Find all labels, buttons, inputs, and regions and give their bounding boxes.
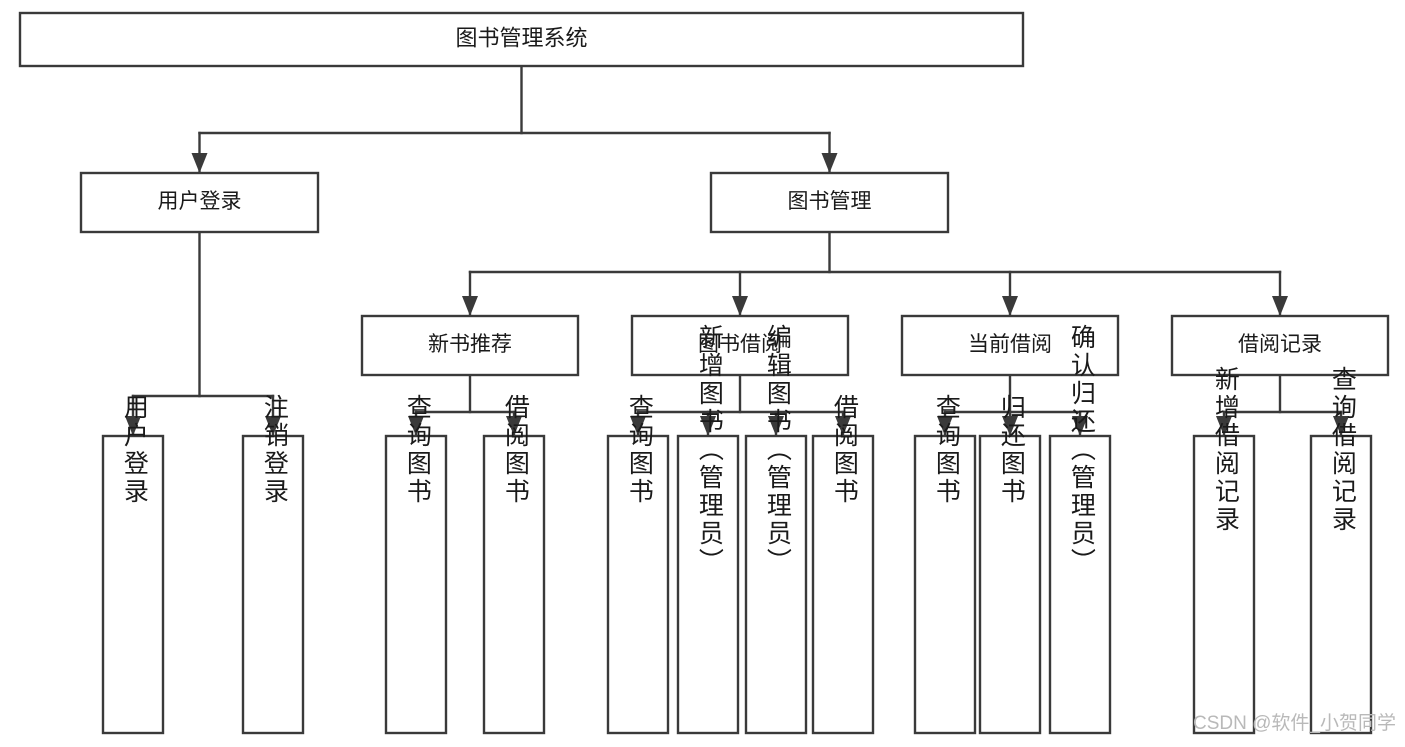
node-box-current-borrow bbox=[900, 314, 1120, 377]
node-borrow-record[interactable]: 借阅记录 bbox=[1170, 314, 1390, 377]
node-label-leaf-borrow-book-b: 借阅图书 bbox=[830, 394, 859, 506]
arrow-head bbox=[630, 416, 646, 436]
node-label-leaf-query-book-c: 查询图书 bbox=[932, 394, 961, 506]
node-box-root bbox=[18, 11, 1025, 68]
node-label-leaf-user-logout: 注销登录 bbox=[260, 394, 289, 506]
node-leaf-return-book[interactable]: 归还图书 bbox=[978, 394, 1042, 735]
node-leaf-confirm-return[interactable]: 确认归还（管理员） bbox=[1048, 324, 1112, 735]
node-user-login[interactable]: 用户登录 bbox=[79, 171, 320, 234]
arrow-head bbox=[1272, 296, 1288, 316]
node-label-leaf-borrow-book-a: 借阅图书 bbox=[501, 394, 530, 506]
node-box-leaf-user-login bbox=[101, 434, 165, 735]
node-box-leaf-borrow-book-a bbox=[482, 434, 546, 735]
node-leaf-user-login[interactable]: 用户登录 bbox=[101, 394, 165, 735]
node-box-new-book-recommend bbox=[360, 314, 580, 377]
arrow-head bbox=[1333, 416, 1349, 436]
arrow-head bbox=[1072, 416, 1088, 436]
node-label-current-borrow: 当前借阅 bbox=[968, 333, 1052, 356]
node-leaf-user-logout[interactable]: 注销登录 bbox=[241, 394, 305, 735]
arrow-head bbox=[768, 416, 784, 436]
arrow-head bbox=[1216, 416, 1232, 436]
node-label-leaf-edit-book: 编辑图书（管理员） bbox=[763, 324, 792, 576]
node-box-borrow-record bbox=[1170, 314, 1390, 377]
node-box-book-borrow bbox=[630, 314, 850, 377]
node-label-leaf-confirm-return: 确认归还（管理员） bbox=[1067, 324, 1096, 576]
node-layer: 图书管理系统用户登录图书管理新书推荐图书借阅当前借阅借阅记录用户登录注销登录查询… bbox=[18, 11, 1390, 735]
arrow-head bbox=[1002, 296, 1018, 316]
node-label-leaf-query-record: 查询借阅记录 bbox=[1328, 366, 1357, 534]
node-box-leaf-query-book-b bbox=[606, 434, 670, 735]
node-book-borrow[interactable]: 图书借阅 bbox=[630, 314, 850, 377]
node-leaf-edit-book[interactable]: 编辑图书（管理员） bbox=[744, 324, 808, 735]
node-leaf-query-book-b[interactable]: 查询图书 bbox=[606, 394, 670, 735]
node-label-book-borrow: 图书借阅 bbox=[698, 333, 782, 356]
node-new-book-recommend[interactable]: 新书推荐 bbox=[360, 314, 580, 377]
node-box-leaf-query-book-c bbox=[913, 434, 977, 735]
node-label-leaf-user-login: 用户登录 bbox=[120, 394, 149, 506]
arrow-head bbox=[700, 416, 716, 436]
arrow-head bbox=[732, 296, 748, 316]
node-label-book-manage: 图书管理 bbox=[788, 190, 872, 213]
arrow-head bbox=[937, 416, 953, 436]
arrow-head bbox=[265, 416, 281, 436]
node-label-root: 图书管理系统 bbox=[455, 25, 587, 50]
node-box-leaf-user-logout bbox=[241, 434, 305, 735]
node-label-borrow-record: 借阅记录 bbox=[1238, 333, 1322, 356]
node-label-new-book-recommend: 新书推荐 bbox=[428, 333, 512, 356]
arrow-head bbox=[408, 416, 424, 436]
node-book-manage[interactable]: 图书管理 bbox=[709, 171, 950, 234]
node-box-book-manage bbox=[709, 171, 950, 234]
node-box-leaf-return-book bbox=[978, 434, 1042, 735]
node-leaf-query-book-a[interactable]: 查询图书 bbox=[384, 394, 448, 735]
node-leaf-query-record[interactable]: 查询借阅记录 bbox=[1309, 366, 1373, 735]
node-box-leaf-add-book bbox=[676, 434, 740, 735]
node-box-leaf-query-book-a bbox=[384, 434, 448, 735]
node-box-leaf-confirm-return bbox=[1048, 434, 1112, 735]
node-label-leaf-return-book: 归还图书 bbox=[997, 394, 1026, 506]
arrow-head bbox=[125, 416, 141, 436]
arrow-head bbox=[462, 296, 478, 316]
node-box-leaf-add-record bbox=[1192, 434, 1256, 735]
node-box-user-login bbox=[79, 171, 320, 234]
arrow-head bbox=[835, 416, 851, 436]
arrow-head bbox=[1002, 416, 1018, 436]
node-label-leaf-query-book-b: 查询图书 bbox=[625, 394, 654, 506]
arrow-head bbox=[506, 416, 522, 436]
node-root[interactable]: 图书管理系统 bbox=[18, 11, 1025, 68]
node-leaf-query-book-c[interactable]: 查询图书 bbox=[913, 394, 977, 735]
node-leaf-add-record[interactable]: 新增借阅记录 bbox=[1192, 366, 1256, 735]
node-box-leaf-borrow-book-b bbox=[811, 434, 875, 735]
csdn-watermark: CSDN @软件_小贺同学 bbox=[1193, 712, 1396, 734]
node-box-leaf-query-record bbox=[1309, 434, 1373, 735]
node-label-leaf-query-book-a: 查询图书 bbox=[403, 394, 432, 506]
arrow-head bbox=[821, 153, 838, 173]
node-label-leaf-add-book: 新增图书（管理员） bbox=[695, 324, 724, 576]
node-leaf-borrow-book-a[interactable]: 借阅图书 bbox=[482, 394, 546, 735]
node-current-borrow[interactable]: 当前借阅 bbox=[900, 314, 1120, 377]
node-label-leaf-add-record: 新增借阅记录 bbox=[1211, 366, 1240, 534]
connector-layer bbox=[125, 64, 1349, 436]
arrow-head bbox=[191, 153, 208, 173]
node-leaf-borrow-book-b[interactable]: 借阅图书 bbox=[811, 394, 875, 735]
node-label-user-login: 用户登录 bbox=[158, 190, 242, 213]
node-box-leaf-edit-book bbox=[744, 434, 808, 735]
node-leaf-add-book[interactable]: 新增图书（管理员） bbox=[676, 324, 740, 735]
